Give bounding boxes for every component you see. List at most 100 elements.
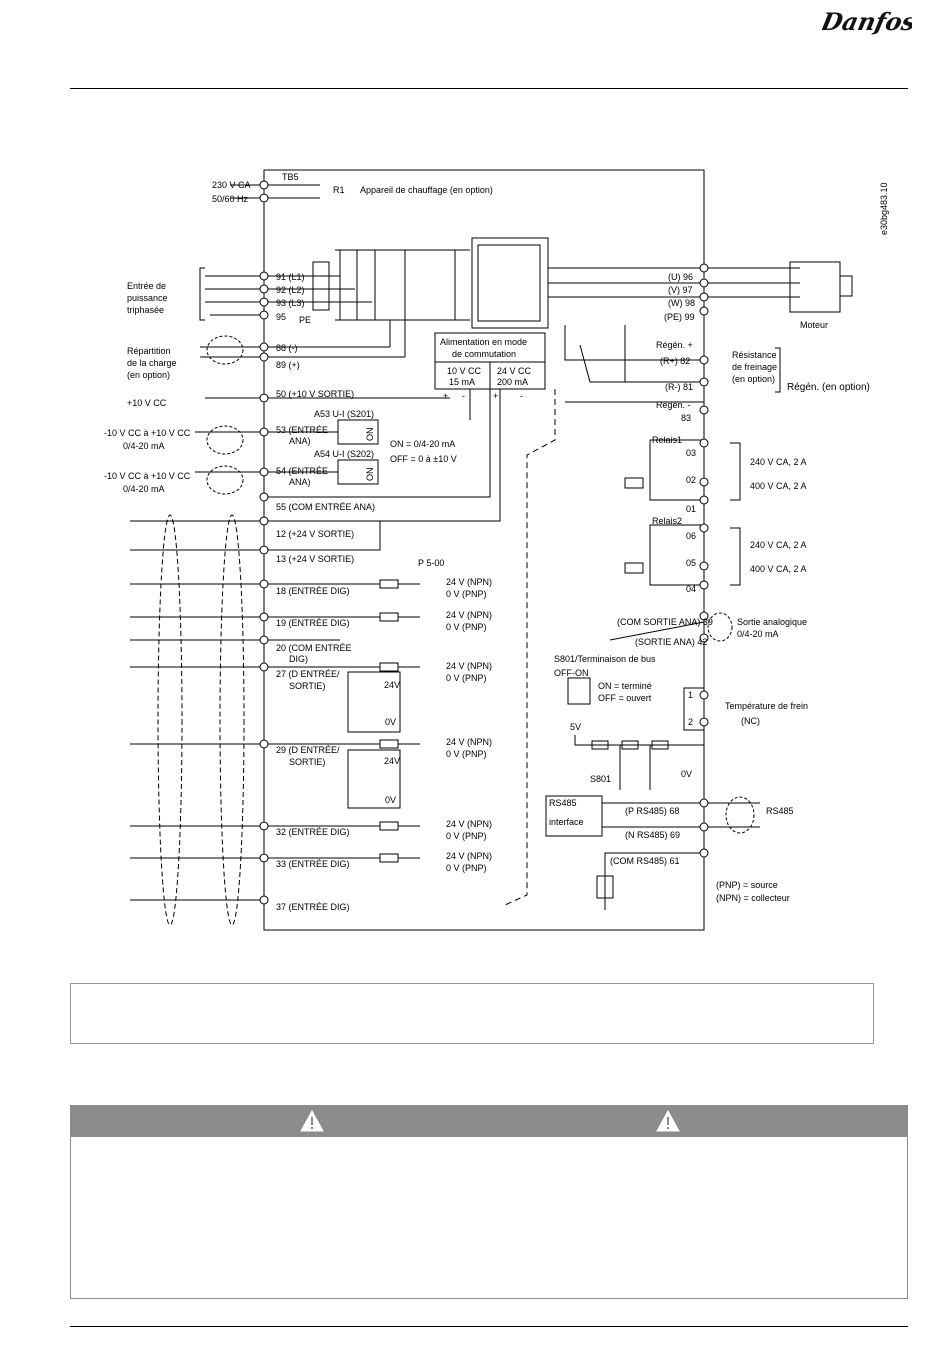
t20b: DIG) [289,654,308,664]
rs485-right: RS485 [766,806,794,816]
s801-offon: OFF-ON [554,668,589,678]
t54a: 54 (ENTRÉE [276,466,328,476]
r82: (R+) 82 [660,356,690,366]
header-rule [70,88,908,89]
w98: (W) 98 [668,298,695,308]
r04: 04 [686,584,696,594]
sw-on-1: ON [365,428,375,442]
mains-line1: Entrée de [127,281,166,291]
pe99: (PE) 99 [664,312,695,322]
t1: 1 [688,690,693,700]
nc-label: (NC) [741,716,760,726]
load-share-3: (en option) [127,370,170,380]
analog-ma-2: 0/4-20 mA [123,484,165,494]
t42: (SORTIE ANA) 42 [635,637,707,647]
tb5-label: TB5 [282,172,299,182]
t29a: 29 (D ENTRÉE/ [276,745,340,755]
analog-out-1: Sortie analogique [737,617,807,627]
s801-on: ON = terminé [598,681,652,691]
r81: (R-) 81 [665,382,693,392]
v24-27: 24V [384,680,400,690]
smps-plus-2: + [493,391,498,401]
plus10: +10 V CC [127,398,167,408]
relay2-240: 240 V CA, 2 A [750,540,807,550]
relay1-400: 400 V CA, 2 A [750,481,807,491]
regen-opt: Régén. (en option) [787,382,870,393]
relay1: Relais1 [652,435,682,445]
sw-on-desc: ON = 0/4-20 mA [390,439,455,449]
rs485-b: interface [549,817,584,827]
load-share-1: Répartition [127,346,171,356]
npn-33: 24 V (NPN) [446,851,492,861]
t13: 13 (+24 V SORTIE) [276,554,354,564]
t27a: 27 (D ENTRÉE/ [276,669,340,679]
smps-minus-2: - [520,391,523,401]
r03: 03 [686,448,696,458]
relay2-400: 400 V CA, 2 A [750,564,807,574]
mains-line2: puissance [127,293,168,303]
regen-minus: Régén. - [656,400,691,410]
smps-title1: Alimentation en mode [440,337,527,347]
t33: 33 (ENTRÉE DIG) [276,859,350,869]
r02: 02 [686,475,696,485]
t20a: 20 (COM ENTRÉE [276,643,352,653]
smps-title2: de commutation [452,349,516,359]
warning-header-bar [71,1106,907,1137]
pnp-src: (PNP) = source [716,880,778,890]
t61: (COM RS485) 61 [610,856,680,866]
pnp-32: 0 V (PNP) [446,831,487,841]
t39: (COM SORTIE ANA) 39 [617,617,713,627]
brake-res-2: de freinage [732,362,777,372]
brake-res-1: Résistance [732,350,777,360]
smps-c2b: 200 mA [497,377,528,387]
npn-19: 24 V (NPN) [446,610,492,620]
smps-minus-1: - [462,391,465,401]
t54b: ANA) [289,477,311,487]
t92: 92 (L2) [276,285,305,295]
motor-label: Moteur [800,320,828,330]
wiring-diagram: e30bg483.10 230 V CA 50/60 Hz TB5 R1 App… [104,169,889,931]
sw-on-2: ON [365,468,375,482]
sw-a53: A53 U-I (S201) [314,409,374,419]
r06: 06 [686,531,696,541]
t12: 12 (+24 V SORTIE) [276,529,354,539]
t68: (P RS485) 68 [625,806,679,816]
s801-label: S801 [590,774,611,784]
smps-c1b: 15 mA [449,377,475,387]
ref-code: e30bg483.10 [879,182,889,235]
sw-a54: A54 U-I (S202) [314,449,374,459]
supply-volt: 230 V CA [212,180,251,190]
r01: 01 [686,504,696,514]
footer-rule [70,1326,908,1327]
t50: 50 (+10 V SORTIE) [276,389,354,399]
zero-v: 0V [681,769,692,779]
pnp-33: 0 V (PNP) [446,863,487,873]
t18: 18 (ENTRÉE DIG) [276,586,350,596]
t19: 19 (ENTRÉE DIG) [276,618,350,628]
five-v: 5V [570,722,581,732]
v24-29: 24V [384,756,400,766]
regen-plus: Régén. + [656,340,693,350]
u96: (U) 96 [668,272,693,282]
t53a: 53 (ENTRÉE [276,425,328,435]
r1-label: R1 [333,185,345,195]
t32: 32 (ENTRÉE DIG) [276,827,350,837]
brand-text: Danfoss [822,7,912,36]
t69: (N RS485) 69 [625,830,680,840]
figure-caption-box [70,983,874,1044]
p500: P 5-00 [418,558,444,568]
t88: 88 (-) [276,343,298,353]
heater-label: Appareil de chauffage (en option) [360,185,493,195]
warning-box [70,1105,908,1299]
analog-ma-1: 0/4-20 mA [123,441,165,451]
smps-plus-1: + [443,391,448,401]
t37: 37 (ENTRÉE DIG) [276,902,350,912]
t29b: SORTIE) [289,757,325,767]
relay1-240: 240 V CA, 2 A [750,457,807,467]
npn-27: 24 V (NPN) [446,661,492,671]
brake-temp: Température de frein [725,701,808,711]
npn-18: 24 V (NPN) [446,577,492,587]
analog-range-1: -10 V CC à +10 V CC [104,428,191,438]
t95: 95 [276,312,286,322]
t27b: SORTIE) [289,681,325,691]
